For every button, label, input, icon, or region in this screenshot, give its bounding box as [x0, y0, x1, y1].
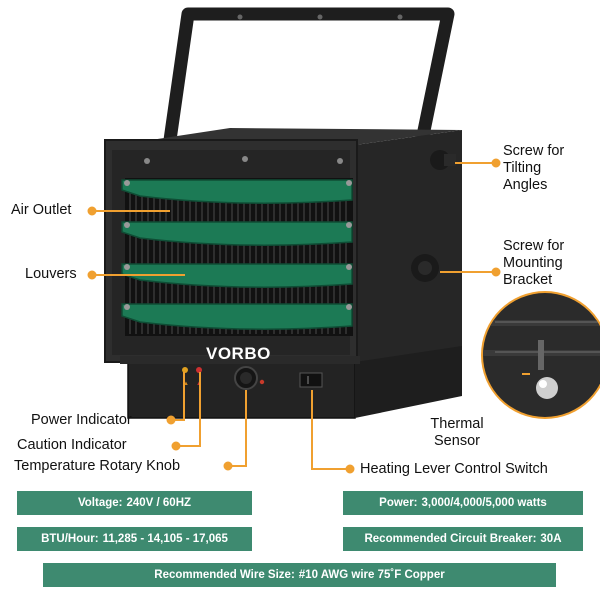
spec-btu: BTU/Hour: 11,285 - 14,105 - 17,065 — [17, 527, 252, 551]
svg-text:▲: ▲ — [196, 381, 202, 387]
temperature-knob-label: Temperature Rotary Knob — [14, 458, 181, 474]
caution-indicator-label: Caution Indicator — [17, 437, 127, 453]
spec-voltage-value: 240V / 60HZ — [126, 497, 192, 509]
louvers — [121, 179, 353, 330]
mounting-screw-label: Screw for Mounting Bracket — [503, 238, 565, 288]
spec-breaker: Recommended Circuit Breaker: 30A — [343, 527, 583, 551]
spec-voltage: Voltage: 240V / 60HZ — [17, 491, 252, 515]
heating-switch-label: Heating Lever Control Switch — [360, 461, 548, 477]
spec-power: Power: 3,000/4,000/5,000 watts — [343, 491, 583, 515]
spec-breaker-label: Recommended Circuit Breaker: — [364, 533, 537, 545]
thermal-sensor-zoom — [481, 291, 600, 419]
spec-power-label: Power: — [379, 497, 418, 509]
tilting-screw-label: Screw for Tilting Angles — [503, 143, 565, 193]
heating-switch — [299, 372, 323, 388]
spec-wire-value: #10 AWG wire 75˚F Copper — [298, 569, 445, 581]
power-indicator-light — [182, 367, 188, 373]
svg-text:▲: ▲ — [183, 381, 189, 387]
spec-btu-value: 11,285 - 14,105 - 17,065 — [102, 533, 228, 545]
heater-side-panel — [355, 130, 462, 400]
spec-wire-label: Recommended Wire Size: — [154, 569, 295, 581]
spec-wire: Recommended Wire Size: #10 AWG wire 75˚F… — [43, 563, 556, 587]
brand-logo: VORBO — [206, 344, 271, 363]
spec-btu-label: BTU/Hour: — [41, 533, 99, 545]
spec-voltage-label: Voltage: — [77, 497, 123, 509]
mounting-bracket — [163, 7, 455, 152]
thermal-sensor-label: Thermal Sensor — [430, 416, 484, 449]
tilting-screw-icon — [430, 150, 456, 170]
air-outlet-label: Air Outlet — [11, 202, 72, 218]
louvers-label: Louvers — [25, 266, 77, 282]
spec-power-value: 3,000/4,000/5,000 watts — [421, 497, 547, 509]
mounting-screw-icon — [411, 254, 439, 282]
spec-breaker-value: 30A — [540, 533, 562, 545]
power-indicator-label: Power Indicator — [31, 412, 132, 428]
